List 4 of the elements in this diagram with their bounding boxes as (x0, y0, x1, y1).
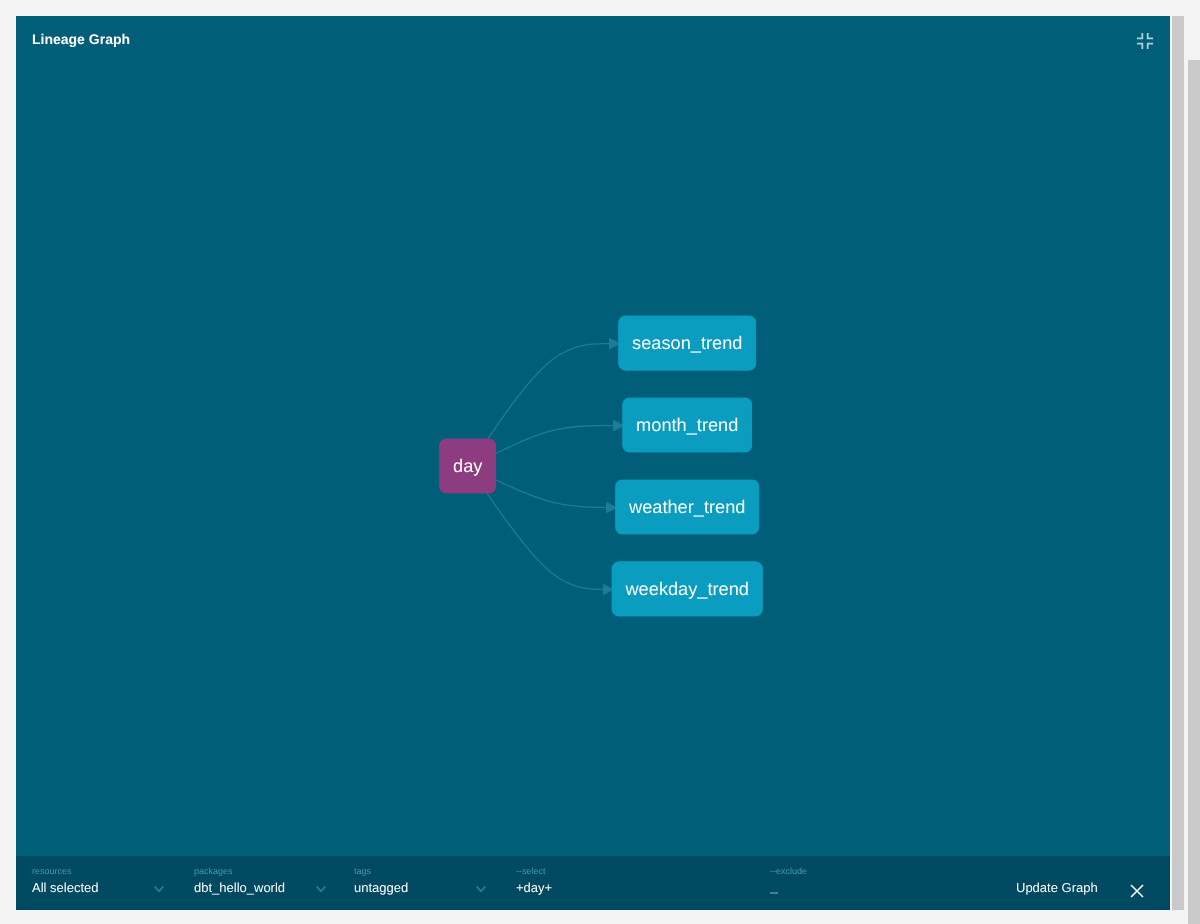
arrow (495, 419, 625, 455)
arrow (486, 337, 621, 441)
arrow (486, 492, 614, 596)
arrow (495, 479, 618, 514)
